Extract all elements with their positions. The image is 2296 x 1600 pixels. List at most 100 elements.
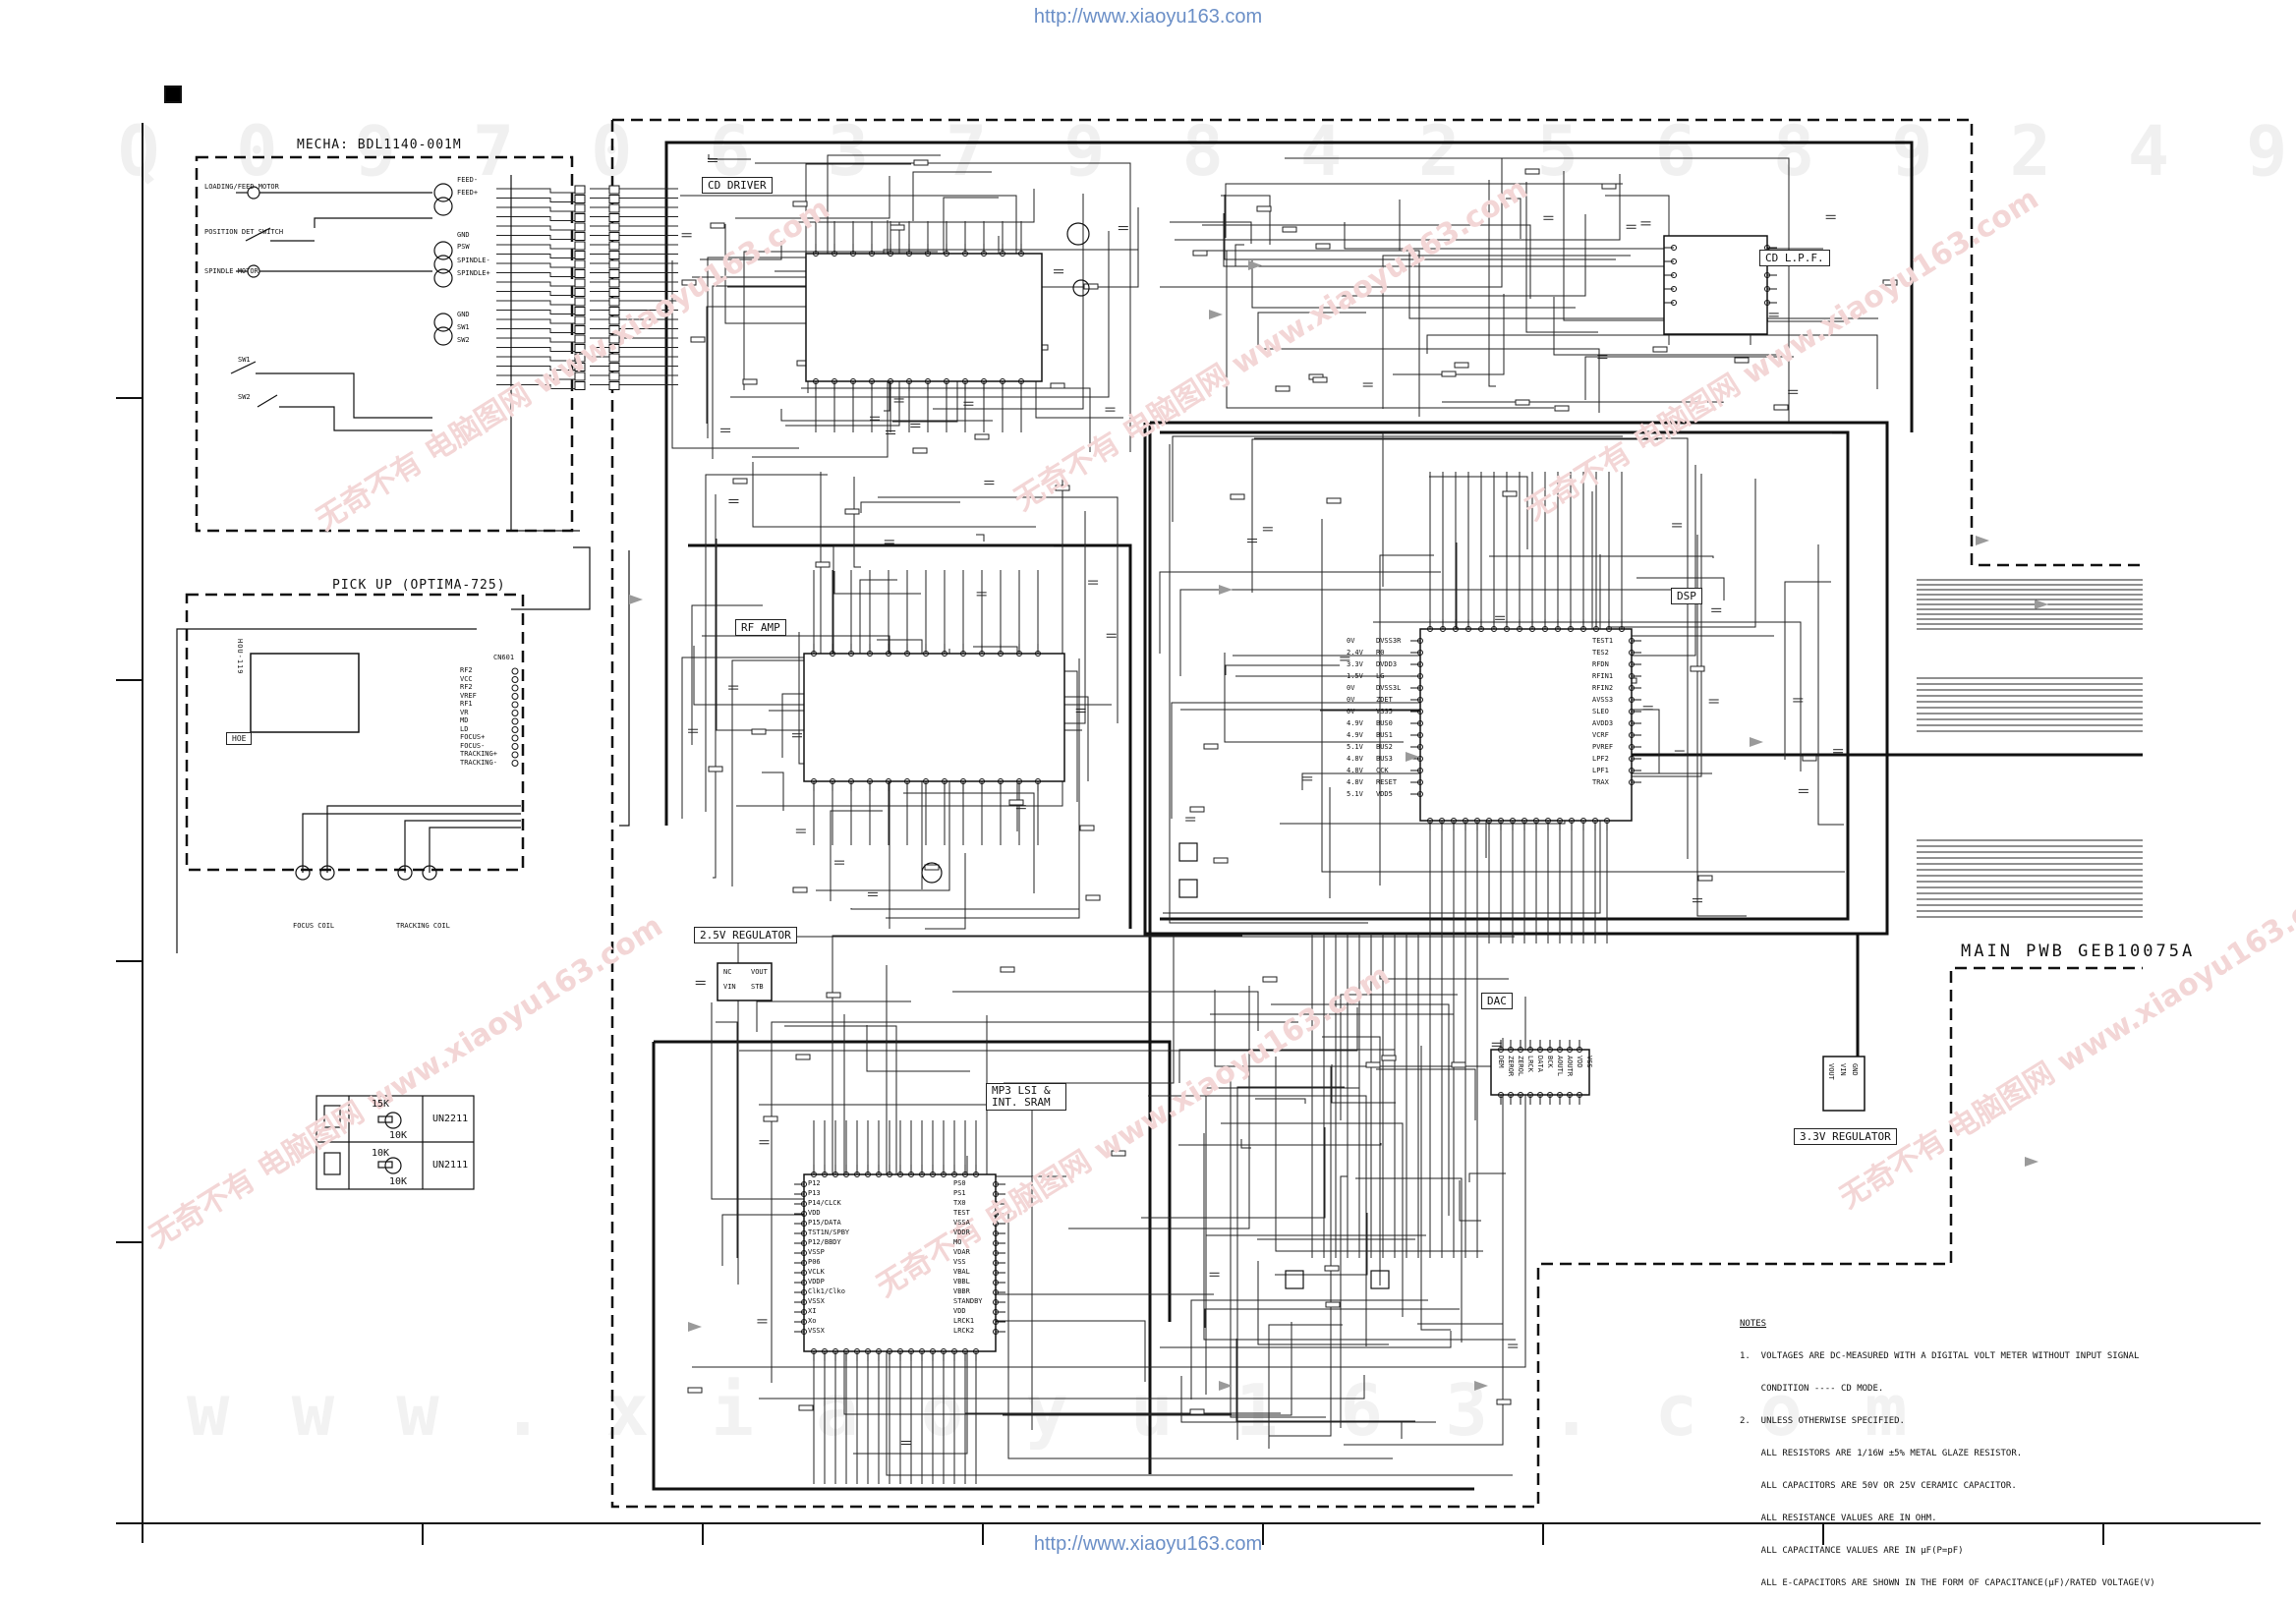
- ic-pins: [794, 244, 1777, 1361]
- tracking-coil-label: TRACKING COIL: [396, 922, 450, 930]
- block-25v-regulator: 2.5V REGULATOR: [694, 927, 797, 943]
- focus-coil-label: FOCUS COIL: [293, 922, 335, 930]
- svg-text:无奇不有 电脑图网 www.xiaoyu163.com: 无奇不有 电脑图网 www.xiaoyu163.com: [1834, 870, 2296, 1216]
- legend-r3: 10K: [372, 1148, 390, 1159]
- wiring-network: [496, 154, 2143, 1484]
- reg25-pin-label: VIN: [723, 983, 736, 991]
- dsp-right-pin-label: AVDD3: [1592, 719, 1614, 727]
- block-cd-lpf: CD L.P.F.: [1759, 250, 1830, 266]
- ic-rf-amp: [803, 653, 1065, 782]
- dac-pin-label: ZEROR: [1507, 1056, 1515, 1077]
- dac-pin-label: AOUTR: [1566, 1056, 1574, 1077]
- mp3-left-pin-label: P12: [808, 1179, 821, 1187]
- legend-table: [316, 1095, 475, 1190]
- mecha-components: [230, 175, 580, 532]
- mecha-title: MECHA: BDL1140-001M: [297, 138, 462, 152]
- note-line: ALL CAPACITANCE VALUES ARE IN μF(P=pF): [1740, 1546, 1964, 1556]
- mp3-right-pin-label: LRCK2: [953, 1327, 975, 1335]
- ic-dsp: [1419, 628, 1633, 822]
- mecha-pin-label: SW2: [457, 336, 470, 344]
- mp3-right-pin-label: LRCK1: [953, 1317, 975, 1325]
- mp3-left-pin-label: VCLK: [808, 1268, 825, 1276]
- notes-title: NOTES: [1740, 1319, 1767, 1329]
- dsp-left-voltage: 0V: [1347, 708, 1355, 715]
- mp3-right-pin-label: TX0: [953, 1199, 966, 1207]
- mp3-right-pin-label: VBBL: [953, 1278, 970, 1286]
- passive-components: [681, 158, 1898, 1445]
- dac-pin-label: VDD: [1576, 1056, 1583, 1068]
- ic-25v-regulator: [717, 962, 773, 1001]
- pickup-pin-label: VR: [460, 708, 469, 716]
- mecha-pin-label: GND: [457, 311, 470, 318]
- notes-block: NOTES 1. VOLTAGES ARE DC-MEASURED WITH A…: [1740, 1297, 2155, 1600]
- legend-r1: 15K: [372, 1099, 390, 1110]
- pickup-pin-label: LD: [460, 724, 469, 733]
- mp3-right-pin-label: PS1: [953, 1189, 966, 1197]
- dsp-right-pin-label: PVREF: [1592, 743, 1614, 751]
- pickup-pin-label: FOCUS+: [460, 733, 486, 741]
- pickup-chip-label: HOU-119: [236, 639, 244, 675]
- pickup-hoe-label: HOE: [226, 732, 253, 745]
- dsp-left-pin-label: DVSS3R: [1376, 637, 1402, 645]
- mp3-left-pin-label: VSSP: [808, 1248, 825, 1256]
- pickup-pin-label: FOCUS-: [460, 741, 486, 750]
- mecha-pin-label: SW1: [457, 323, 470, 331]
- pickup-connector-label: CN601: [493, 654, 515, 661]
- main-pwb-label: MAIN PWB GEB10075A: [1961, 942, 2196, 961]
- dac-pin-label: ZEROL: [1517, 1056, 1524, 1077]
- dsp-right-pin-label: RFIN2: [1592, 684, 1614, 692]
- dsp-left-voltage: 4.9V: [1347, 719, 1363, 727]
- dac-pin-label: DEM: [1497, 1056, 1505, 1068]
- dsp-right-pin-label: RFIN1: [1592, 672, 1614, 680]
- note-line: CONDITION ---- CD MODE.: [1740, 1384, 1884, 1394]
- block-cd-driver: CD DRIVER: [702, 177, 773, 194]
- svg-text:无奇不有 电脑图网 www.xiaoyu163.com: 无奇不有 电脑图网 www.xiaoyu163.com: [871, 958, 1397, 1304]
- pickup-pin-label: MD: [460, 716, 469, 724]
- pickup-pin-label: RF2: [460, 666, 473, 674]
- dsp-left-pin-label: DVSS3L: [1376, 684, 1402, 692]
- mecha-label-position-switch: POSITION DET SWITCH: [204, 228, 284, 236]
- note-line: 2. UNLESS OTHERWISE SPECIFIED.: [1740, 1416, 1905, 1426]
- mp3-right-pin-label: VDD: [953, 1307, 966, 1315]
- note-line: ALL CAPACITORS ARE 50V OR 25V CERAMIC CA…: [1740, 1481, 2017, 1491]
- dsp-left-voltage: 2.4V: [1347, 649, 1363, 657]
- dsp-left-pin-label: VSS5: [1376, 708, 1393, 715]
- pickup-pin-label: VCC: [460, 674, 473, 683]
- dsp-left-voltage: 0V: [1347, 637, 1355, 645]
- dsp-right-pin-label: VCRF: [1592, 731, 1609, 739]
- mp3-left-pin-label: VSSX: [808, 1297, 825, 1305]
- note-line: ALL E-CAPACITORS ARE SHOWN IN THE FORM O…: [1740, 1578, 2155, 1588]
- signal-arrows: [629, 260, 2048, 1391]
- reg33-pin-label: VIN: [1839, 1063, 1847, 1076]
- dsp-left-voltage: 5.1V: [1347, 743, 1363, 751]
- reg25-pin-label: VOUT: [751, 968, 768, 976]
- mecha-pin-label: SPINDLE+: [457, 269, 490, 277]
- mp3-right-pin-label: STANDBY: [953, 1297, 983, 1305]
- ic-cd-lpf: [1663, 235, 1768, 335]
- source-url-top[interactable]: http://www.xiaoyu163.com: [1033, 6, 1263, 28]
- dsp-left-pin-label: ZDET: [1376, 696, 1393, 704]
- mp3-left-pin-label: Xo: [808, 1317, 817, 1325]
- dsp-left-pin-label: BUS1: [1376, 731, 1393, 739]
- dsp-right-pin-label: TRAX: [1592, 778, 1609, 786]
- dsp-right-pin-label: LPF2: [1592, 755, 1609, 763]
- dsp-left-pin-label: DVDD3: [1376, 660, 1398, 668]
- mp3-right-pin-label: VSS: [953, 1258, 966, 1266]
- dsp-left-pin-label: BUS0: [1376, 719, 1393, 727]
- pickup-pin-label: RF2: [460, 683, 473, 691]
- mecha-pin-label: FEED-: [457, 176, 479, 184]
- dsp-left-voltage: 4.8V: [1347, 767, 1363, 774]
- mecha-pin-label: GND: [457, 231, 470, 239]
- reg25-pin-label: NC: [723, 968, 732, 976]
- dsp-right-pin-label: SLEO: [1592, 708, 1609, 715]
- ic-33v-regulator: [1822, 1056, 1866, 1112]
- note-line: ALL RESISTORS ARE 1/16W ±5% METAL GLAZE …: [1740, 1449, 2023, 1458]
- reg33-pin-label: GND: [1851, 1063, 1859, 1076]
- dsp-left-voltage: 1.5V: [1347, 672, 1363, 680]
- note-line: 1. VOLTAGES ARE DC-MEASURED WITH A DIGIT…: [1740, 1351, 2140, 1361]
- pickup-pin-label: TRACKING+: [460, 750, 497, 758]
- dsp-left-pin-label: R0: [1376, 649, 1385, 657]
- source-url-bottom[interactable]: http://www.xiaoyu163.com: [1033, 1533, 1263, 1555]
- mp3-left-pin-label: TST1N/SPBY: [808, 1229, 850, 1236]
- mecha-label-sw1: SW1: [238, 356, 251, 364]
